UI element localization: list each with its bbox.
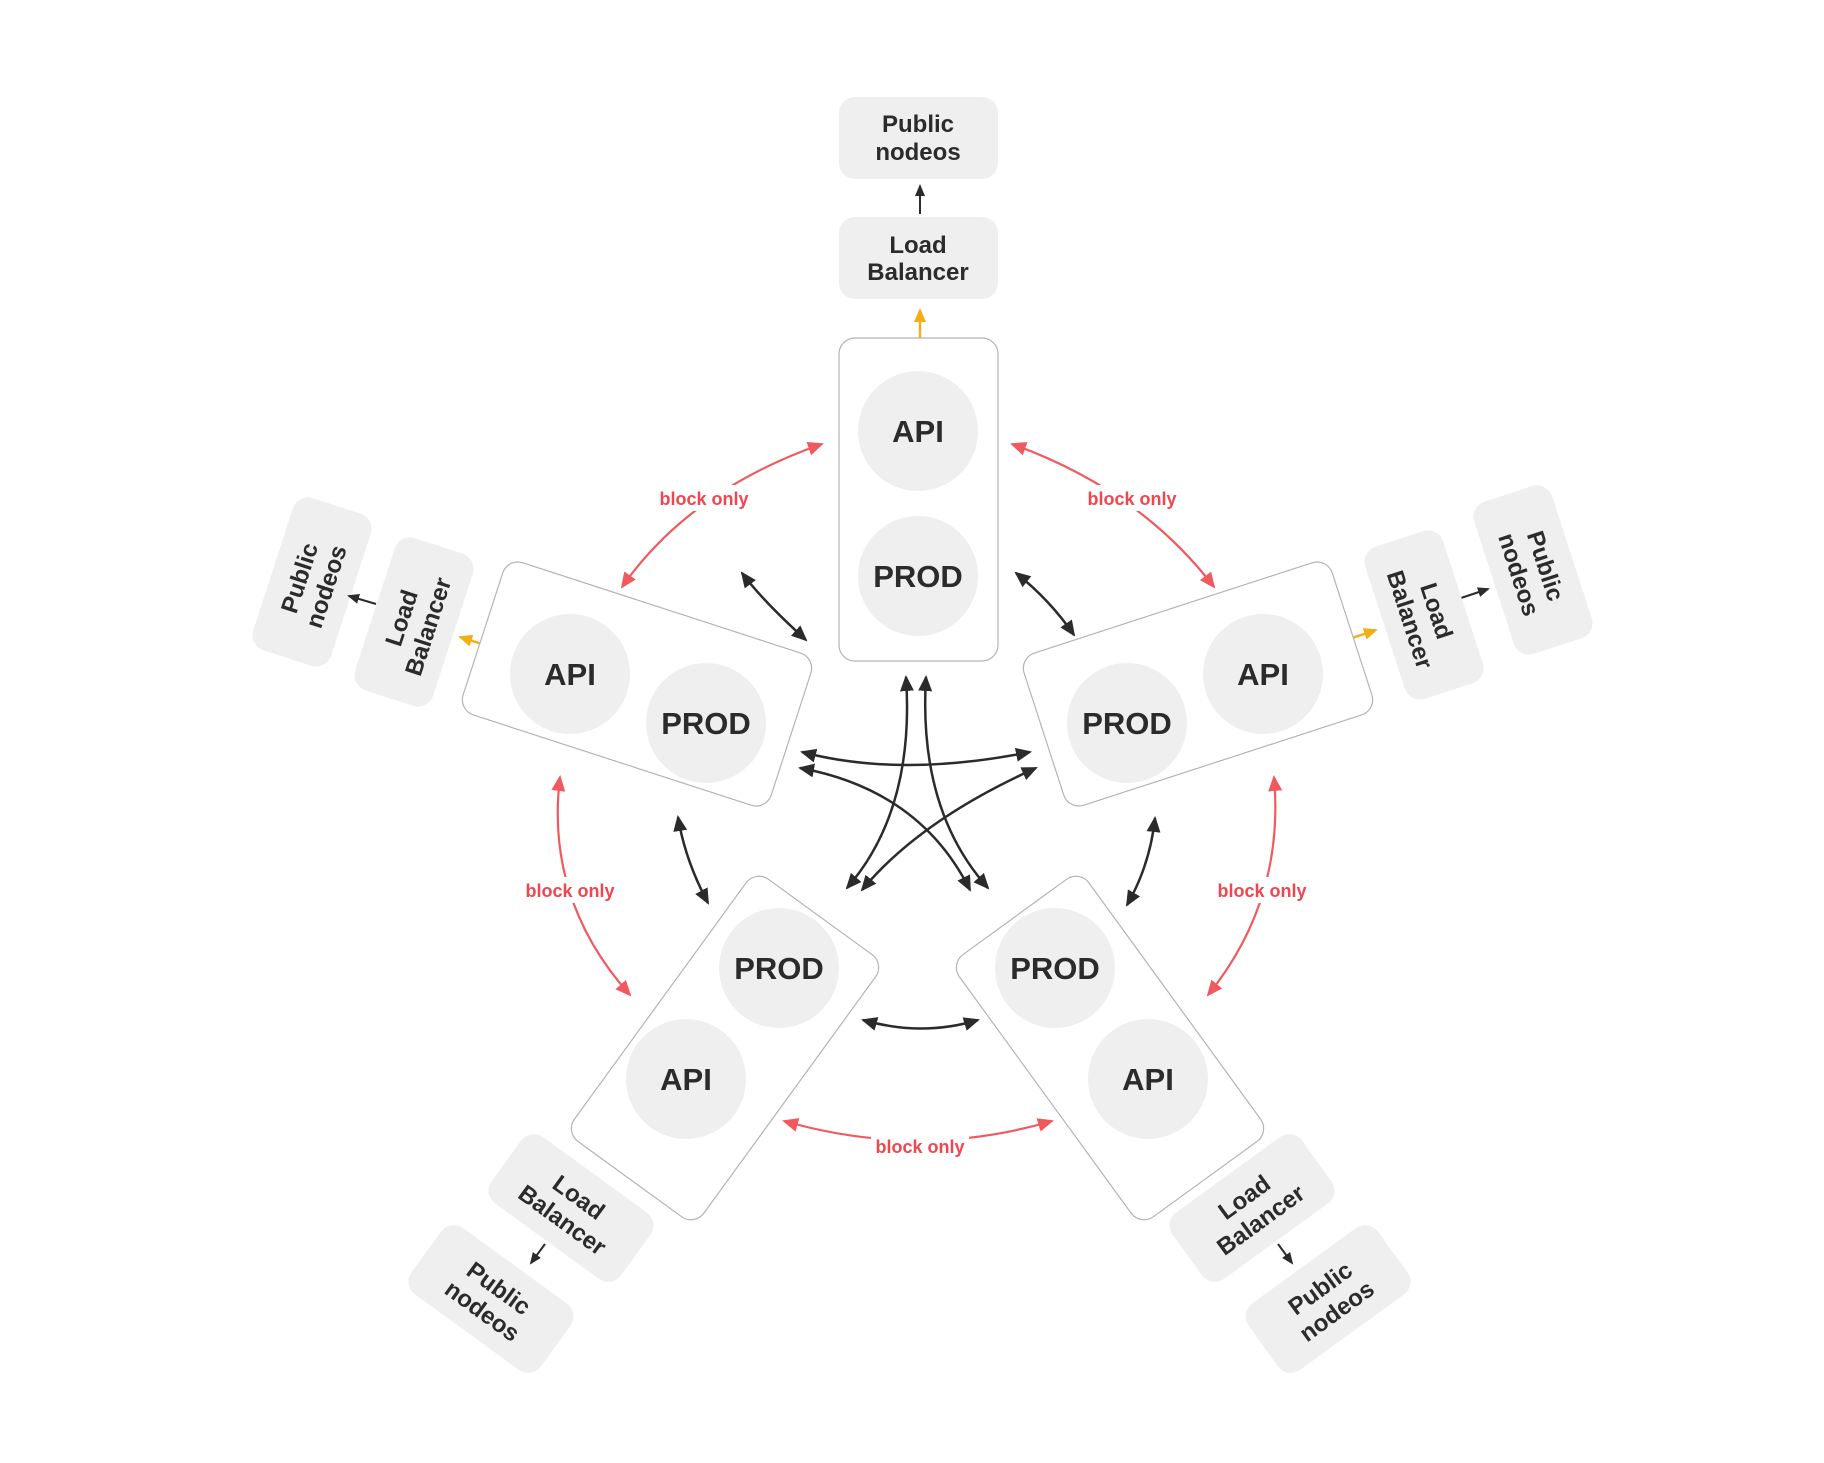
prod-node xyxy=(858,516,978,636)
block-only-label-bottom: block only xyxy=(875,1137,964,1157)
peer-links xyxy=(673,571,1161,1031)
lb-to-public-arrow xyxy=(529,1243,546,1265)
api-node xyxy=(510,614,630,734)
public-nodeos-label: nodeos xyxy=(875,139,960,166)
cluster-bottom-right: Public nodeos Load Balancer PROD API xyxy=(955,875,1411,1373)
prod-label: PROD xyxy=(873,559,963,594)
link-bottomleft-bottomright xyxy=(861,1017,980,1031)
prod-label: PROD xyxy=(661,706,751,741)
cluster-left: Public nodeos Load Balancer API PROD xyxy=(252,497,813,807)
lb-to-public-arrow xyxy=(347,594,377,605)
public-nodeos-box xyxy=(1245,1225,1411,1373)
api-label: API xyxy=(1237,657,1289,692)
api-label: API xyxy=(892,414,944,449)
link-top-bottomleft xyxy=(845,675,914,890)
public-nodeos-box xyxy=(408,1225,574,1373)
link-top-left xyxy=(740,571,808,642)
link-right-bottomright xyxy=(1125,816,1161,907)
prod-node xyxy=(646,663,766,783)
block-only-label-top-left: block only xyxy=(659,489,748,509)
load-balancer-box xyxy=(1364,530,1484,700)
cluster-top: Public nodeos Load Balancer API PROD xyxy=(838,97,999,662)
public-nodeos-box xyxy=(252,497,372,667)
public-nodeos-label: Public xyxy=(882,111,954,138)
block-link-top-right xyxy=(1010,442,1216,589)
block-only-label-left: block only xyxy=(525,881,614,901)
block-link-top-left xyxy=(620,442,824,589)
api-label: API xyxy=(544,657,596,692)
load-balancer-box xyxy=(488,1134,654,1282)
load-balancer-label: Load xyxy=(889,232,946,259)
prod-label: PROD xyxy=(734,951,824,986)
cluster-bottom-left: Public nodeos Load Balancer PROD API xyxy=(408,875,880,1373)
block-only-labels: block only block only block only block o… xyxy=(521,485,1311,1159)
prod-label: PROD xyxy=(1010,951,1100,986)
link-top-right xyxy=(1014,571,1076,637)
api-node xyxy=(1203,614,1323,734)
prod-node xyxy=(1067,663,1187,783)
load-balancer-label: Balancer xyxy=(867,259,968,286)
block-only-label-right: block only xyxy=(1217,881,1306,901)
public-nodeos-box xyxy=(839,97,998,179)
link-left-right-upper xyxy=(800,747,1032,767)
lb-to-public-arrow xyxy=(1277,1243,1294,1265)
load-balancer-box xyxy=(839,217,998,299)
link-left-bottomleft xyxy=(673,815,710,905)
prod-node xyxy=(719,908,839,1028)
api-label: API xyxy=(660,1062,712,1097)
api-node xyxy=(626,1019,746,1139)
node-box xyxy=(1022,561,1374,807)
api-node xyxy=(1088,1019,1208,1139)
load-balancer-box xyxy=(354,537,474,707)
api-label: API xyxy=(1122,1062,1174,1097)
block-only-label-top-right: block only xyxy=(1087,489,1176,509)
prod-node xyxy=(995,908,1115,1028)
api-node xyxy=(858,371,978,491)
link-top-bottomright xyxy=(918,675,990,890)
load-balancer-box xyxy=(1169,1134,1335,1282)
prod-label: PROD xyxy=(1082,706,1172,741)
public-nodeos-box xyxy=(1473,485,1593,655)
lb-to-public-arrow xyxy=(1460,587,1490,599)
link-right-bottomleft xyxy=(860,766,1038,892)
cluster-right: Public nodeos Load Balancer API PROD xyxy=(1022,485,1593,807)
